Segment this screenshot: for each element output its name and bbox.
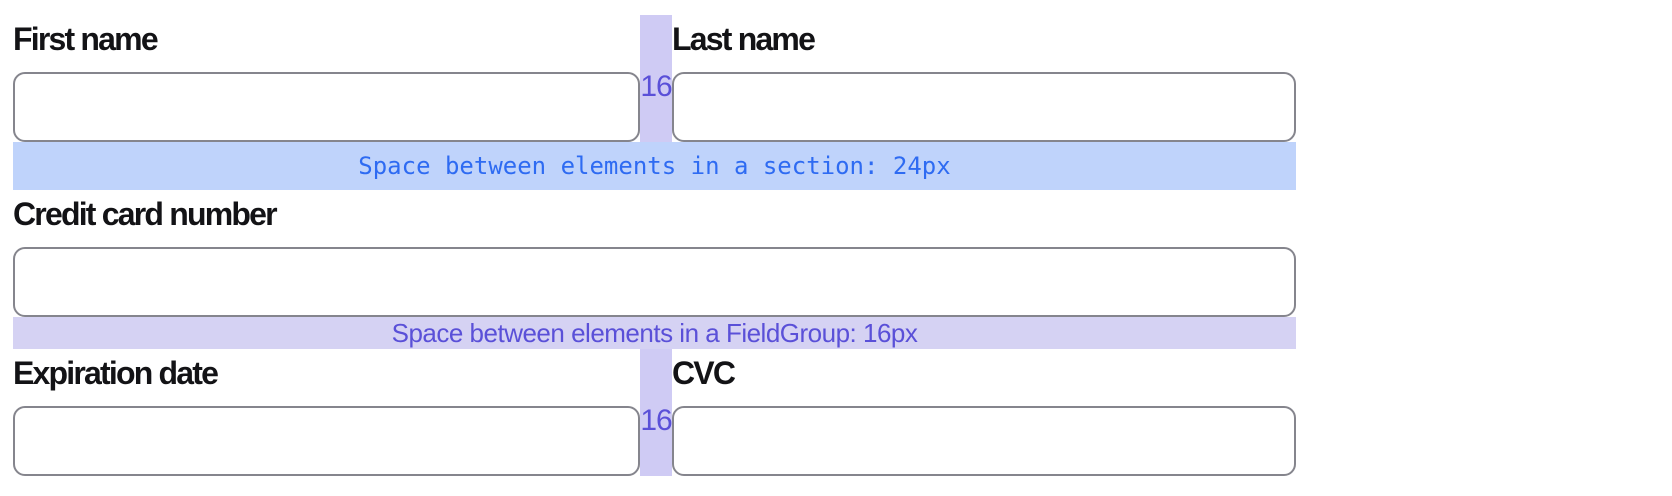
form-spacing-demo: First name 16 Last name Space between el… bbox=[13, 0, 1296, 476]
card-number-label: Credit card number bbox=[13, 196, 278, 232]
cvc-field: CVC bbox=[672, 349, 1296, 476]
expiration-date-field: Expiration date bbox=[13, 349, 640, 476]
horizontal-gap-indicator: 16 bbox=[640, 15, 673, 142]
first-name-input[interactable] bbox=[13, 72, 640, 142]
cvc-input[interactable] bbox=[672, 406, 1296, 476]
expiration-date-label: Expiration date bbox=[13, 355, 219, 391]
fieldgroup-spacing-band: Space between elements in a FieldGroup: … bbox=[13, 317, 1296, 349]
card-number-field: Credit card number bbox=[13, 190, 1296, 317]
fieldgroup-spacing-text: Space between elements in a FieldGroup: … bbox=[391, 317, 918, 348]
last-name-label: Last name bbox=[672, 21, 816, 57]
name-row: First name 16 Last name bbox=[13, 15, 1296, 142]
first-name-label: First name bbox=[13, 21, 159, 57]
card-number-input[interactable] bbox=[13, 247, 1296, 317]
card-number-row: Credit card number bbox=[13, 190, 1296, 317]
first-name-field: First name bbox=[13, 15, 640, 142]
last-name-field: Last name bbox=[672, 15, 1296, 142]
section-spacing-band: Space between elements in a section: 24p… bbox=[13, 142, 1296, 190]
gap-size-label: 16 bbox=[640, 70, 672, 103]
horizontal-gap-indicator: 16 bbox=[640, 349, 673, 476]
gap-size-label: 16 bbox=[640, 404, 672, 437]
last-name-input[interactable] bbox=[672, 72, 1296, 142]
expiration-date-input[interactable] bbox=[13, 406, 640, 476]
cvc-label: CVC bbox=[672, 355, 736, 391]
section-spacing-text: Space between elements in a section: 24p… bbox=[358, 152, 951, 180]
expiry-row: Expiration date 16 CVC bbox=[13, 349, 1296, 476]
